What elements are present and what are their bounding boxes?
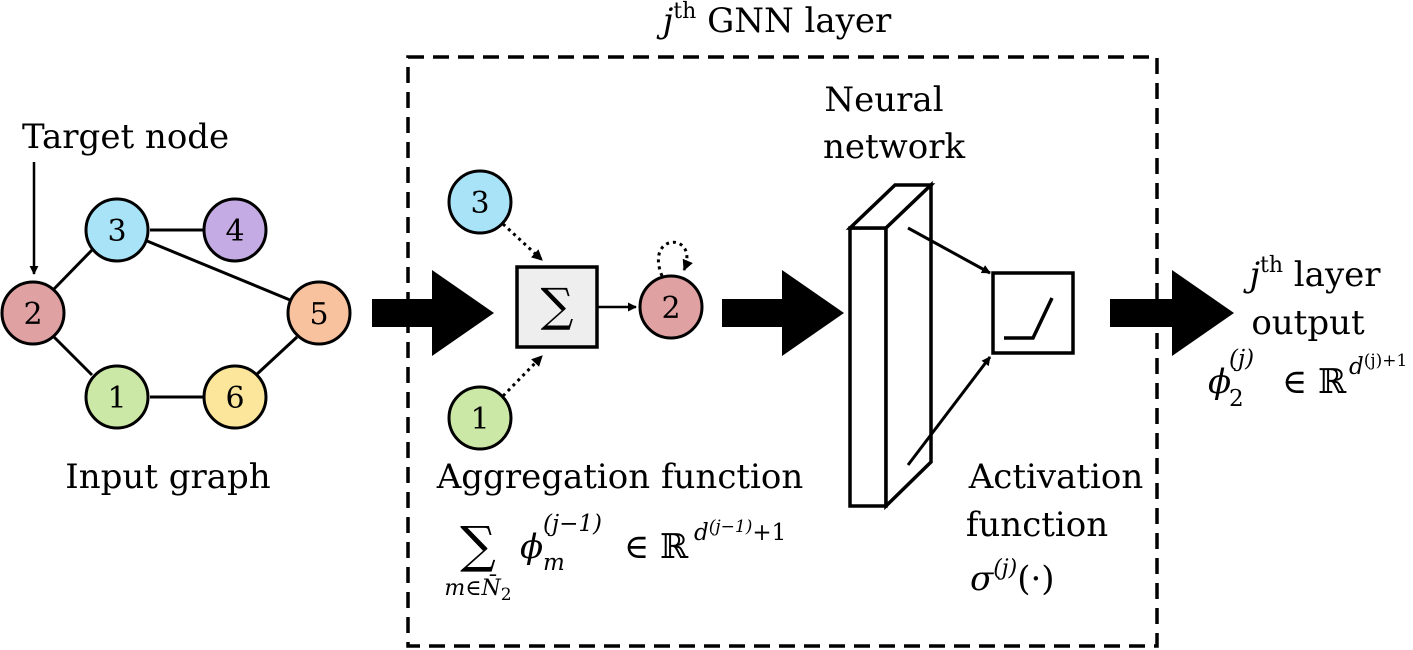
activation-box (991, 271, 1075, 355)
self-loop-arrow (656, 240, 693, 277)
message-arrow-from-3 (501, 222, 544, 262)
formula-dim: d(j−1)+1 (694, 517, 786, 546)
svg-text:d(j)+1: d(j)+1 (1349, 351, 1407, 380)
sum-aggregator-box: ∑ (515, 265, 599, 349)
svg-text:1: 1 (470, 402, 489, 437)
graph-edges (51, 228, 299, 399)
graph-node-5: 5 (286, 280, 352, 346)
edge-6-5 (254, 335, 299, 377)
nn-to-activation-arrow-top (907, 226, 991, 275)
aggregation-formula: ∑ m∈N̄2 ϕ m (j−1) ∈ ℝ d(j−1)+1 (444, 511, 786, 605)
svg-text:2: 2 (23, 297, 42, 332)
svg-text:2: 2 (1229, 386, 1244, 412)
neighbor-node-1: 1 (447, 385, 513, 451)
output-title: jth layer (1242, 253, 1381, 295)
formula-sum: ∑ (460, 516, 496, 574)
gnn-layer-box (406, 55, 1159, 648)
aggregation-caption: Aggregation function (436, 457, 804, 497)
relu-icon (1004, 297, 1054, 340)
graph-node-4: 4 (202, 197, 268, 263)
svg-text:∑: ∑ (541, 278, 574, 332)
svg-text:1: 1 (107, 381, 126, 416)
svg-text:2: 2 (661, 291, 680, 326)
svg-text:3: 3 (107, 214, 126, 249)
flow-arrow-input (372, 270, 494, 356)
output-title-line2: output (1251, 303, 1365, 343)
graph-node-2: 2 (0, 280, 66, 346)
edge-2-1 (51, 334, 94, 377)
aggregated-node-2: 2 (638, 274, 704, 340)
activation-formula: σ(j)(·) (970, 556, 1055, 599)
graph-node-1: 1 (84, 364, 150, 430)
neighbor-node-3: 3 (447, 169, 513, 235)
formula-phi: ϕ (520, 527, 543, 567)
formula-member: ∈ ℝ (624, 527, 689, 567)
formula-phi-sub: m (543, 550, 565, 576)
svg-text:6: 6 (225, 381, 244, 416)
svg-text:ϕ: ϕ (1208, 362, 1231, 402)
target-node-label: Target node (22, 117, 229, 157)
activation-caption-line2: function (966, 505, 1108, 545)
edge-3-5 (146, 239, 291, 302)
neural-network-block (845, 180, 936, 511)
output-formula: ϕ 2 (j) ∈ ℝ d(j)+1 (1208, 346, 1407, 412)
svg-text:(j): (j) (1229, 346, 1254, 372)
message-arrow-from-1 (501, 354, 544, 398)
svg-text:4: 4 (225, 214, 244, 249)
layer-title: jth GNN layer (656, 0, 892, 41)
formula-sum-subscript: m∈N̄2 (444, 574, 511, 605)
activation-caption-line1: Activation (968, 457, 1144, 497)
svg-text:5: 5 (309, 297, 328, 332)
svg-text:3: 3 (470, 186, 489, 221)
graph-node-6: 6 (202, 364, 268, 430)
neural-network-label: Neural (824, 80, 943, 120)
input-graph-caption: Input graph (65, 457, 270, 497)
flow-arrow-output (1110, 270, 1234, 356)
nn-to-activation-arrow-bottom (906, 356, 992, 466)
graph-node-3: 3 (84, 197, 150, 263)
svg-text:∈ ℝ: ∈ ℝ (1282, 362, 1347, 402)
edge-2-3 (51, 248, 94, 292)
neural-network-label-line2: network (823, 127, 966, 167)
formula-phi-sup: (j−1) (543, 511, 602, 537)
flow-arrow-to-nn (722, 270, 844, 356)
